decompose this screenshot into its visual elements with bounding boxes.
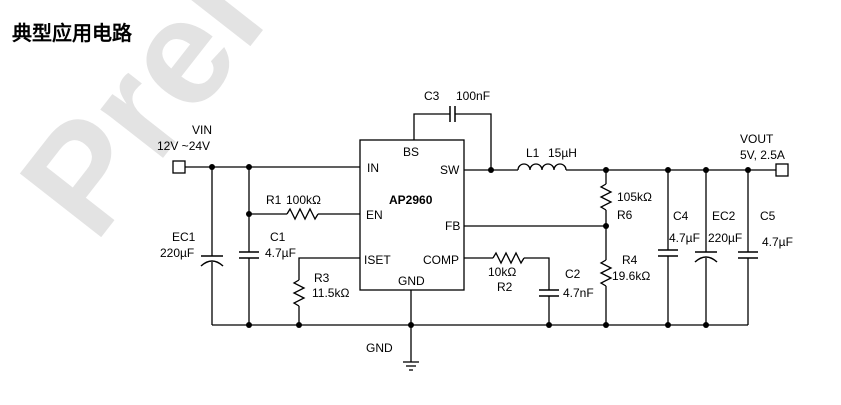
c2-value: 4.7nF [563, 286, 594, 300]
c3-ref: C3 [424, 89, 440, 103]
r2-c2-wire [524, 257, 550, 290]
l1-inductor [517, 163, 567, 171]
ec1-value: 220µF [160, 246, 194, 260]
r6-resistor [599, 183, 613, 211]
vout-rating-label: 5V, 2.5A [740, 148, 785, 162]
r6-value: 105kΩ [617, 190, 652, 204]
r3-ref: R3 [314, 271, 330, 285]
pin-bs-label: BS [403, 145, 419, 159]
r2-resistor [492, 251, 525, 265]
pin-fb-label: FB [445, 219, 460, 233]
ic-name: AP2960 [389, 193, 433, 207]
l1-value: 15µH [548, 146, 577, 160]
c4-value: 4.7µF [669, 231, 700, 245]
vin-label: VIN [192, 123, 212, 137]
iset-wire [298, 257, 360, 280]
junction-dot [488, 167, 494, 173]
r4-value: 19.6kΩ [612, 269, 650, 283]
ec2-curved-plate [694, 256, 718, 263]
r4-resistor [599, 259, 613, 287]
pin-iset-label: ISET [364, 253, 391, 267]
pin-sw-label: SW [440, 163, 460, 177]
vin-range-label: 12V ~24V [157, 139, 210, 153]
c2-ref: C2 [565, 267, 581, 281]
pin-en-label: EN [366, 208, 383, 222]
ec1-ref: EC1 [172, 230, 196, 244]
gnd-label: GND [366, 341, 393, 355]
bs-wire [413, 113, 450, 140]
c5-value: 4.7µF [762, 235, 793, 249]
ic-body [359, 139, 465, 291]
ec2-ref: EC2 [712, 209, 736, 223]
c3-wire-right [455, 113, 492, 170]
r3-resistor [292, 279, 306, 307]
r1-resistor [286, 207, 319, 221]
pin-gnd-label: GND [398, 274, 425, 288]
ec1-curved-plate [200, 260, 224, 267]
c4-ref: C4 [673, 209, 689, 223]
pin-comp-label: COMP [423, 253, 459, 267]
c1-value: 4.7µF [265, 246, 296, 260]
ground-symbol [403, 361, 419, 371]
c1-ref: C1 [270, 230, 286, 244]
r1-value: 100kΩ [286, 193, 321, 207]
vout-terminal [775, 163, 789, 177]
r1-ref: R1 [266, 193, 282, 207]
c5-ref: C5 [760, 209, 776, 223]
r2-ref: R2 [497, 280, 513, 294]
l1-ref: L1 [526, 146, 540, 160]
c3-value: 100nF [456, 89, 490, 103]
r3-value: 11.5kΩ [312, 286, 349, 300]
ec2-value: 220µF [708, 231, 742, 245]
r4-ref: R4 [622, 253, 638, 267]
page-title: 典型应用电路 [12, 21, 133, 45]
r2-value: 10kΩ [488, 265, 516, 279]
vout-label: VOUT [740, 132, 774, 146]
junction-dot [296, 322, 302, 328]
r6-ref: R6 [617, 208, 633, 222]
pin-in-label: IN [367, 161, 379, 175]
junction-dot [246, 322, 252, 328]
